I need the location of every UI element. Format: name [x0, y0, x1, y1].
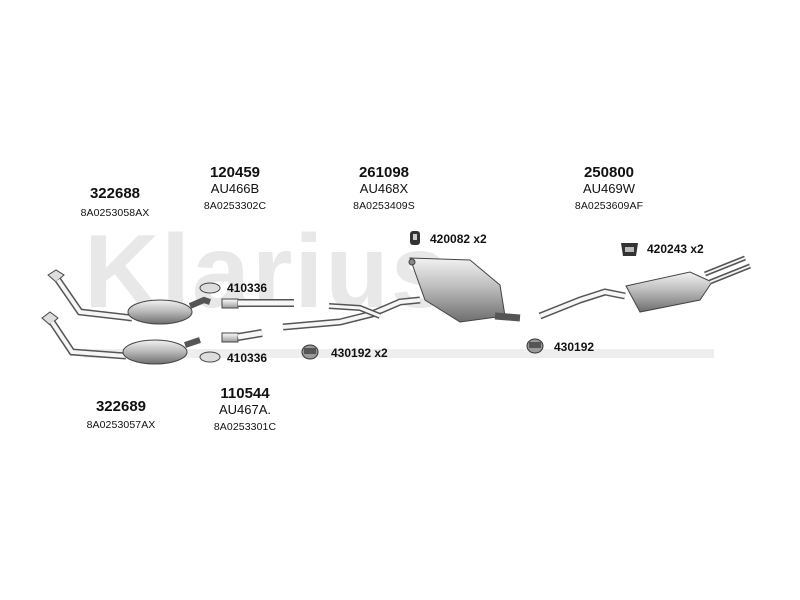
- front-pipe-upper: [47, 269, 211, 325]
- fitting-code-430192: 430192: [554, 340, 595, 354]
- ref-number: AU469W: [582, 181, 636, 196]
- gasket-lower: [199, 351, 221, 363]
- fitting-code-420243: 420243 x2: [647, 242, 704, 256]
- fitting-code-430192-x2: 430192 x2: [331, 346, 388, 360]
- clamp-430192-icon: [526, 338, 544, 354]
- part-number: 322688: [89, 185, 141, 202]
- mount-420243-icon: [621, 243, 638, 256]
- oe-number: 8A0253409S: [353, 200, 415, 212]
- centre-silencer: [282, 257, 521, 331]
- oe-number: 8A0253302C: [203, 200, 267, 212]
- part-label-322688: 322688 8A0253058AX: [60, 185, 170, 220]
- ref-number: AU468X: [359, 181, 409, 196]
- part-label-322689: 322689 8A0253057AX: [66, 398, 176, 432]
- oe-number: 8A0253609AF: [574, 200, 644, 212]
- mount-420082-icon: [410, 231, 420, 245]
- front-pipe-lower: [41, 311, 201, 365]
- fitting-code-410336-lower: 410336: [227, 351, 268, 365]
- part-number: 120459: [209, 164, 261, 181]
- part-number: 250800: [583, 164, 635, 181]
- fitting-code-420082: 420082 x2: [430, 232, 487, 246]
- connecting-pipes: [221, 298, 294, 343]
- part-number: 110544: [220, 385, 270, 402]
- ref-number: AU467A.: [218, 402, 272, 417]
- oe-number: 8A0253301C: [213, 421, 277, 433]
- part-number: 261098: [358, 164, 410, 181]
- part-label-261098: 261098 AU468X 8A0253409S: [329, 164, 439, 213]
- gasket-upper: [199, 282, 221, 294]
- watermark-bar: [84, 349, 714, 358]
- oe-number: 8A0253058AX: [80, 207, 150, 219]
- part-number: 322689: [95, 398, 147, 415]
- clamp-430192-x2-icon: [301, 344, 319, 360]
- rear-silencer: [538, 255, 751, 320]
- ref-number: AU466B: [210, 181, 260, 196]
- part-label-120459: 120459 AU466B 8A0253302C: [180, 164, 290, 213]
- part-label-250800: 250800 AU469W 8A0253609AF: [549, 164, 669, 213]
- oe-number: 8A0253057AX: [86, 419, 156, 431]
- part-label-110544: 110544 AU467A. 8A0253301C: [190, 385, 300, 434]
- fitting-code-410336-upper: 410336: [227, 281, 268, 295]
